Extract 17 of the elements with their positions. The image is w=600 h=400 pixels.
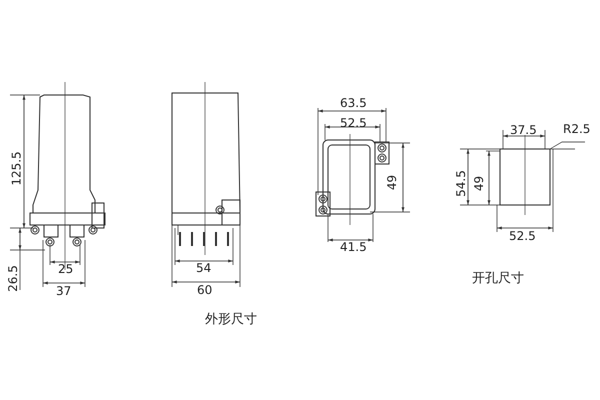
caption: 开孔尺寸 xyxy=(472,272,524,285)
dimension-label: 25 xyxy=(58,263,74,276)
dimension-label: 26.5 xyxy=(6,265,20,292)
dimension-label: 49 xyxy=(473,176,486,192)
dimension-label: 54.5 xyxy=(454,170,468,197)
dimension-label: 52.5 xyxy=(509,230,536,243)
dimension-label: 37.5 xyxy=(510,124,537,137)
dimension-label: 49 xyxy=(386,174,400,190)
dimension-label: 63.5 xyxy=(340,97,367,110)
dimension-label: 125.5 xyxy=(10,151,24,186)
dimension-label: 37 xyxy=(56,285,72,298)
dimension-label: 60 xyxy=(197,284,212,297)
dimension-label: 54 xyxy=(196,262,212,275)
dimension-label: 52.5 xyxy=(340,117,367,130)
caption: 外形尺寸 xyxy=(205,313,257,326)
dimension-label: 41.5 xyxy=(340,241,367,254)
radius-label: R2.5 xyxy=(563,123,590,136)
